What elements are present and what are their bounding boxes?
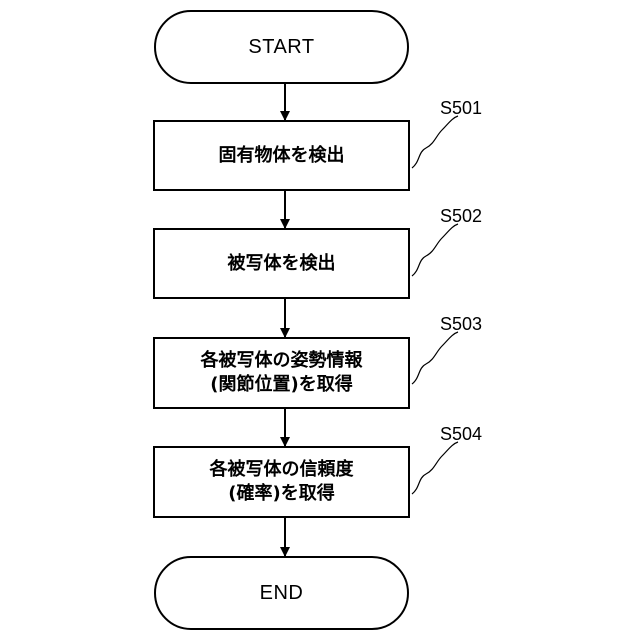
start-terminal: START xyxy=(154,10,409,84)
step-label-s503: S503 xyxy=(440,314,482,335)
leader-line-s503 xyxy=(412,332,458,384)
step-text-line: 被写体を検出 xyxy=(228,252,336,276)
leader-line-s502 xyxy=(412,224,458,276)
step-text-line: (確率)を取得 xyxy=(228,482,334,506)
end-label: END xyxy=(260,582,304,605)
process-box-s501: 固有物体を検出 xyxy=(153,120,410,191)
step-label-s502: S502 xyxy=(440,206,482,227)
step-label-s504: S504 xyxy=(440,424,482,445)
process-box-s503: 各被写体の姿勢情報 (関節位置)を取得 xyxy=(153,337,410,409)
leader-line-s501 xyxy=(412,116,458,168)
step-text-line: (関節位置)を取得 xyxy=(210,373,352,397)
end-terminal: END xyxy=(154,556,409,630)
step-label-s501: S501 xyxy=(440,98,482,119)
step-text-line: 各被写体の姿勢情報 xyxy=(201,349,363,373)
process-box-s502: 被写体を検出 xyxy=(153,228,410,299)
leader-line-s504 xyxy=(412,442,458,494)
step-text-line: 各被写体の信頼度 xyxy=(210,458,354,482)
step-text-line: 固有物体を検出 xyxy=(219,144,345,168)
start-label: START xyxy=(248,36,314,59)
process-box-s504: 各被写体の信頼度 (確率)を取得 xyxy=(153,446,410,518)
